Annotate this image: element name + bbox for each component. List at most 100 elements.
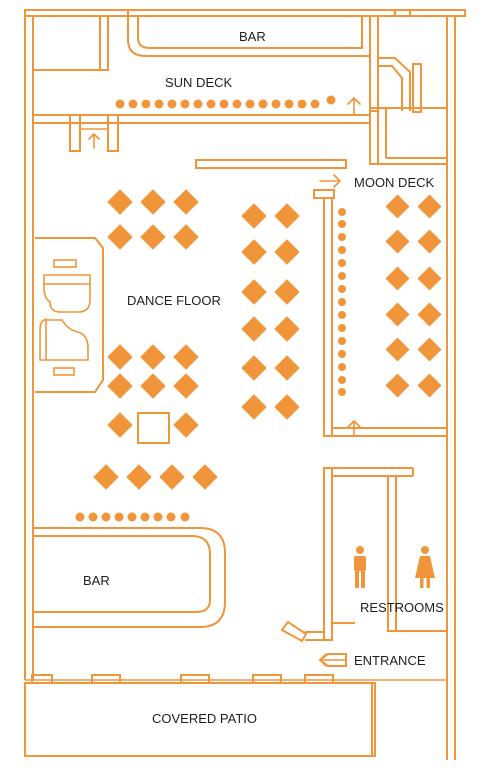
table bbox=[274, 355, 300, 381]
seat bbox=[338, 363, 346, 371]
restroom-walls bbox=[280, 467, 447, 643]
seat bbox=[140, 512, 150, 522]
seat bbox=[297, 99, 307, 109]
bottom-bar-counter bbox=[33, 527, 226, 628]
table bbox=[274, 203, 300, 229]
table bbox=[107, 344, 133, 370]
seat bbox=[326, 95, 336, 105]
seat bbox=[338, 298, 346, 306]
table bbox=[173, 224, 199, 250]
table bbox=[93, 464, 119, 490]
seat bbox=[193, 99, 203, 109]
table bbox=[241, 394, 267, 420]
label-restrooms: RESTROOMS bbox=[360, 600, 444, 615]
arrow-left-icon bbox=[319, 653, 347, 667]
seat bbox=[338, 259, 346, 267]
seat bbox=[338, 324, 346, 332]
seat bbox=[219, 99, 229, 109]
sun-deck-rail bbox=[32, 107, 447, 165]
table bbox=[126, 464, 152, 490]
seat bbox=[166, 512, 176, 522]
seat bbox=[271, 99, 281, 109]
seat bbox=[153, 512, 163, 522]
table bbox=[274, 239, 300, 265]
table bbox=[173, 373, 199, 399]
outer-walls bbox=[24, 9, 466, 760]
table bbox=[241, 203, 267, 229]
seat bbox=[258, 99, 268, 109]
table bbox=[241, 355, 267, 381]
piano-icon bbox=[39, 259, 91, 376]
seat bbox=[284, 99, 294, 109]
table bbox=[173, 344, 199, 370]
seat bbox=[338, 388, 346, 396]
seat bbox=[310, 99, 320, 109]
seat bbox=[180, 512, 190, 522]
label-bar-bottom: BAR bbox=[83, 573, 110, 588]
seat bbox=[338, 208, 346, 216]
table bbox=[417, 337, 442, 362]
table bbox=[140, 373, 166, 399]
table bbox=[173, 189, 199, 215]
table bbox=[417, 373, 442, 398]
table bbox=[140, 344, 166, 370]
men-restroom-icon bbox=[354, 546, 366, 588]
front-windows bbox=[25, 674, 447, 684]
table bbox=[107, 412, 133, 438]
seat bbox=[128, 99, 138, 109]
table bbox=[274, 316, 300, 342]
women-restroom-icon bbox=[415, 546, 435, 588]
seat bbox=[338, 337, 346, 345]
table bbox=[241, 316, 267, 342]
stairs bbox=[69, 114, 119, 152]
table bbox=[159, 464, 185, 490]
table bbox=[107, 224, 133, 250]
bar-seating bbox=[75, 512, 190, 522]
seat bbox=[206, 99, 216, 109]
table bbox=[417, 194, 442, 219]
seat bbox=[338, 220, 346, 228]
table bbox=[274, 394, 300, 420]
table bbox=[274, 279, 300, 305]
table bbox=[385, 337, 410, 362]
table bbox=[140, 224, 166, 250]
label-covered-patio: COVERED PATIO bbox=[152, 711, 257, 726]
table bbox=[385, 373, 410, 398]
moon-deck-tables bbox=[385, 194, 442, 398]
seat bbox=[127, 512, 137, 522]
seat bbox=[75, 512, 85, 522]
table bbox=[107, 189, 133, 215]
top-bar-counter bbox=[33, 15, 422, 113]
moon-deck-seating bbox=[338, 208, 346, 396]
seat bbox=[338, 233, 346, 241]
arrow-right-icon bbox=[319, 174, 341, 188]
dance-floor-tables bbox=[93, 189, 300, 490]
table bbox=[140, 189, 166, 215]
seat bbox=[141, 99, 151, 109]
table bbox=[107, 373, 133, 399]
seat bbox=[88, 512, 98, 522]
table bbox=[417, 266, 442, 291]
arrow-up-icon bbox=[347, 97, 361, 116]
table bbox=[241, 279, 267, 305]
seat bbox=[338, 246, 346, 254]
seat bbox=[338, 311, 346, 319]
table bbox=[173, 412, 199, 438]
table bbox=[417, 302, 442, 327]
label-bar-top: BAR bbox=[239, 29, 266, 44]
seat bbox=[338, 272, 346, 280]
seat bbox=[245, 99, 255, 109]
entrance-arrow-icon bbox=[318, 653, 347, 667]
seat bbox=[180, 99, 190, 109]
stage bbox=[35, 237, 104, 393]
covered-patio-area bbox=[24, 682, 376, 757]
sun-deck-seating bbox=[115, 95, 336, 109]
seat bbox=[101, 512, 111, 522]
seat bbox=[338, 376, 346, 384]
seat bbox=[167, 99, 177, 109]
table bbox=[417, 229, 442, 254]
seat bbox=[115, 99, 125, 109]
table bbox=[385, 194, 410, 219]
table bbox=[192, 464, 218, 490]
